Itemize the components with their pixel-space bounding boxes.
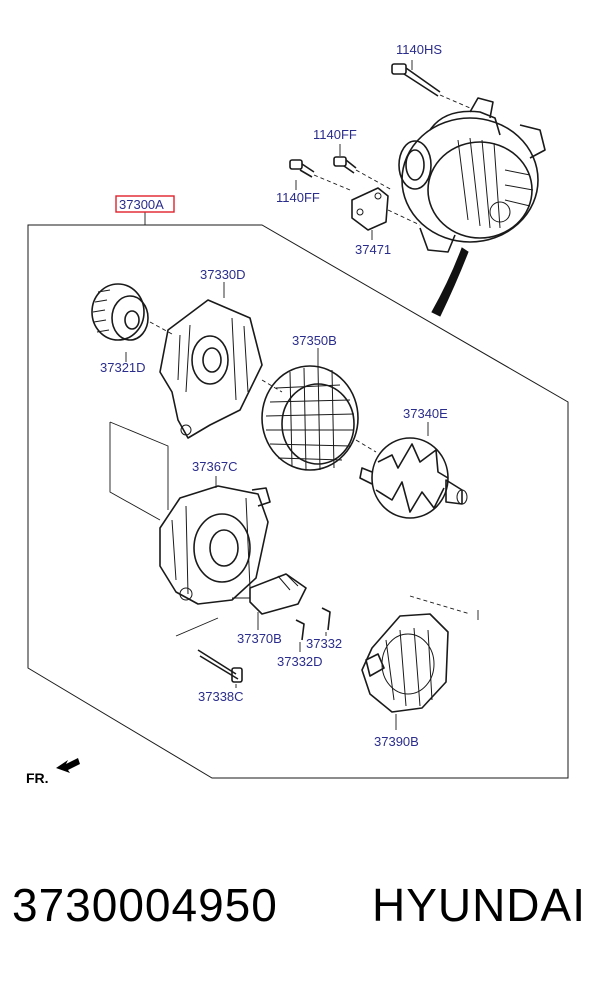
front-housing-37330d-drawing [159,282,283,439]
label-37390b[interactable]: 37390B [374,734,419,749]
label-37332d[interactable]: 37332D [277,654,323,669]
through-bolt-37338c-drawing [175,617,243,688]
rear-cover-37390b-drawing [361,613,449,730]
front-arrow-icon [56,758,80,773]
label-37340e[interactable]: 37340E [403,406,448,421]
rotor-37340e-drawing [359,422,479,620]
footer-caption: 3730004950 HYUNDAI [0,878,600,948]
pulley-37321d-drawing [91,283,173,362]
label-37370b[interactable]: 37370B [237,631,282,646]
exploded-parts-diagram: 1140HS 1140FF 1140FF 37471 37300A 37330D… [26,42,569,786]
label-37338c[interactable]: 37338C [198,689,244,704]
label-1140hs[interactable]: 1140HS [396,42,442,57]
stator-37350b-drawing [261,348,377,471]
bolt-1140ff-drawings [289,144,393,191]
label-37330d[interactable]: 37330D [200,267,246,282]
part-number: 3730004950 [12,879,278,931]
label-37471[interactable]: 37471 [355,242,391,257]
brand-name: HYUNDAI [371,879,586,931]
label-37350b[interactable]: 37350B [292,333,337,348]
assembly-outline [27,224,569,779]
highlight-box-37300a [115,195,175,213]
regulator-37370b-drawing [232,573,331,652]
label-fr: FR. [26,770,49,786]
bracket-37471-drawing [351,187,421,240]
label-37300a[interactable]: 37300A [119,197,164,212]
label-37332[interactable]: 37332 [306,636,342,651]
alternator-assembly-drawing [398,97,546,317]
label-1140ff-bottom[interactable]: 1140FF [276,190,320,205]
label-37367c[interactable]: 37367C [192,459,238,474]
label-37321d[interactable]: 37321D [100,360,146,375]
label-1140ff-top[interactable]: 1140FF [313,127,357,142]
rear-bracket-37367c-drawing [109,421,271,605]
bolt-1140hs-drawing [391,60,471,109]
